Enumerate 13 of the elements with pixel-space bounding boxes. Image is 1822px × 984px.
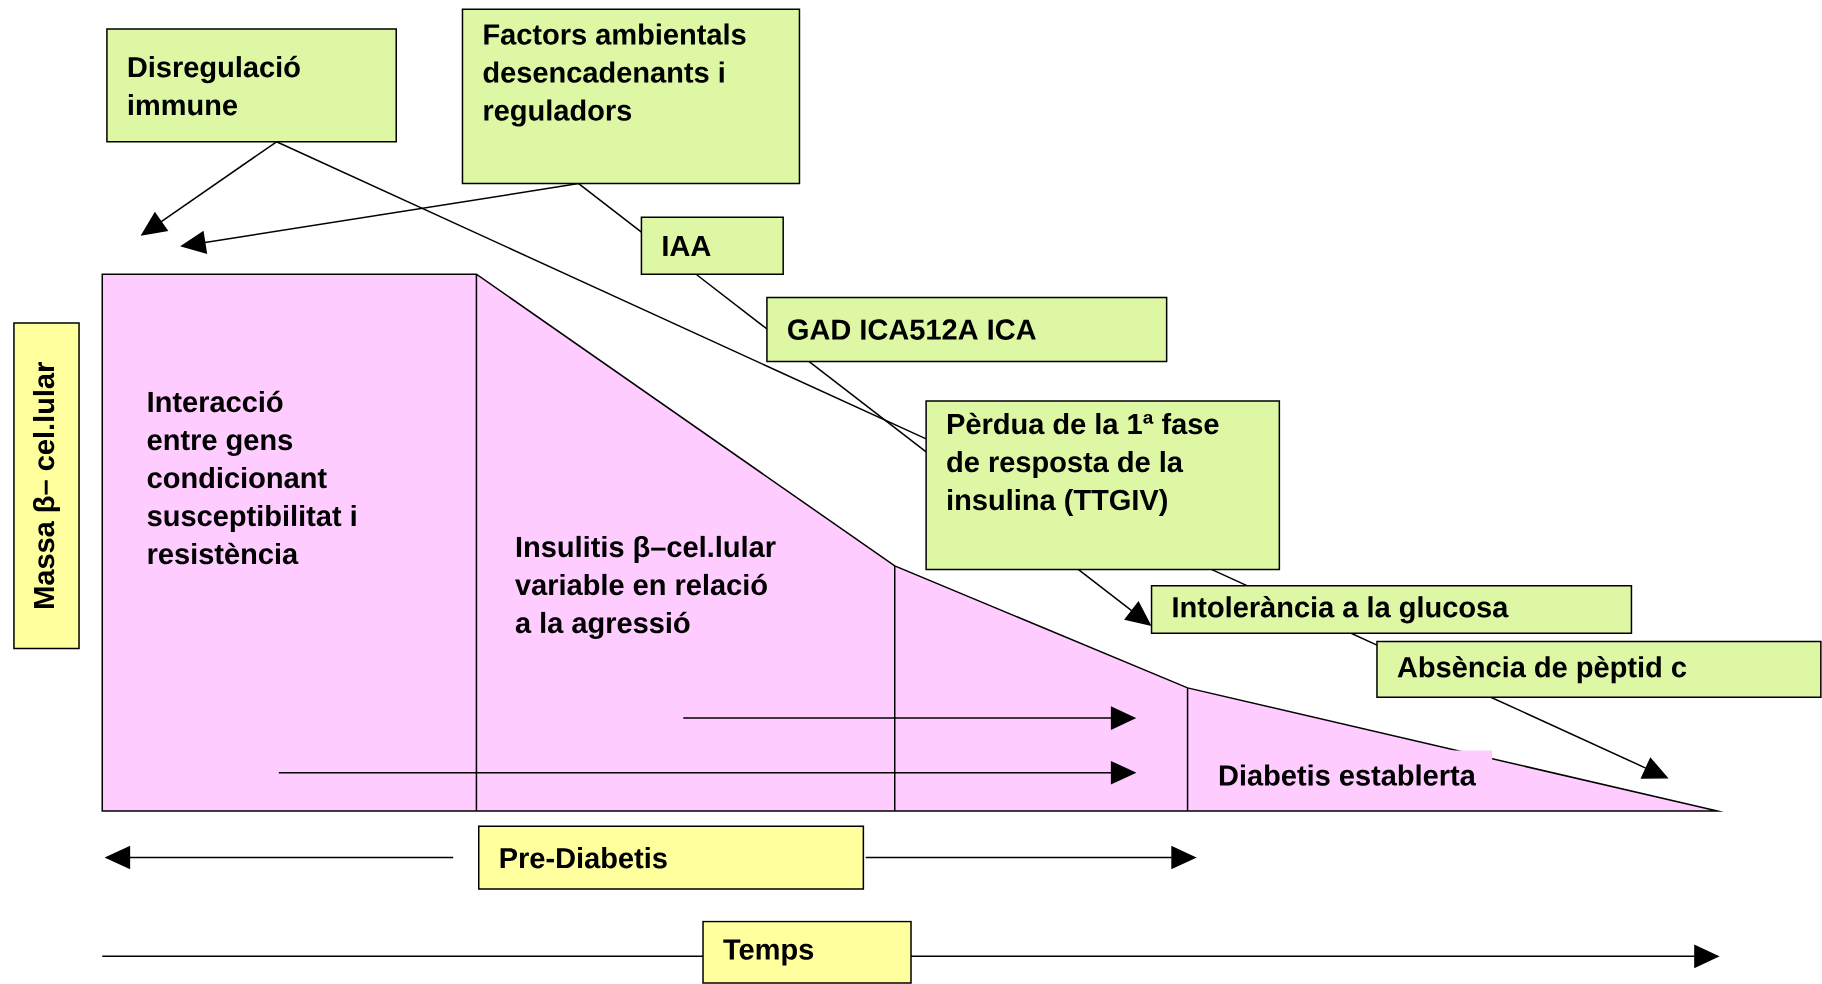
label-box: GAD ICA512A ICA — [766, 296, 1168, 363]
region-label: Diabetis establerta — [1201, 750, 1493, 800]
axis-label-box: Massa β– cel.lular — [13, 322, 80, 650]
label-box: Intolerància a la glucosa — [1150, 584, 1633, 634]
label-box: Factors ambientals desencadenants i reguladors — [461, 8, 801, 185]
label-box: IAA — [640, 216, 784, 275]
label-box: Temps — [702, 920, 912, 984]
label-box: Pre-Diabetis — [478, 825, 865, 890]
label-box: Disregulació immune — [106, 28, 397, 143]
region-label: Interacció entre gens condicionant susceptibilitat i resistència — [147, 390, 356, 565]
label-box: Absència de pèptid c — [1376, 640, 1822, 698]
label-box: Pèrdua de la 1ª fase de resposta de la insulina (TTGIV) — [925, 400, 1281, 571]
region-label: Insulitis β–cel.lular variable en relació a la agressió — [515, 535, 776, 639]
